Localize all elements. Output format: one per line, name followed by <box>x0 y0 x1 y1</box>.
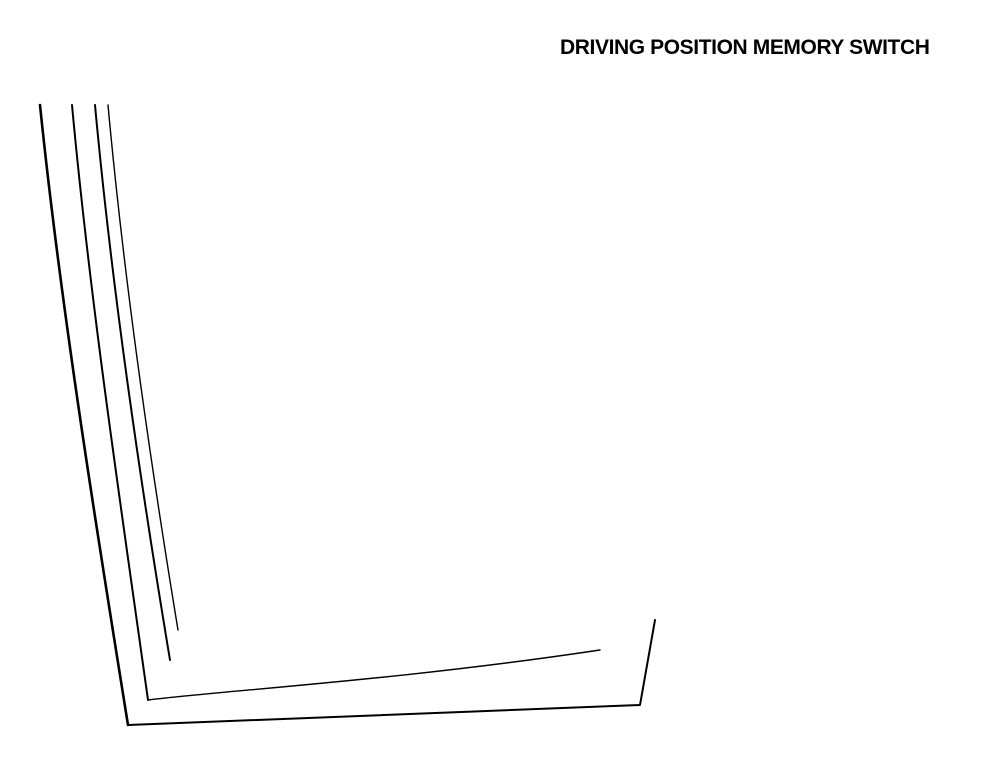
door-frame <box>38 103 656 727</box>
callout-label: DRIVING POSITION MEMORY SWITCH <box>560 36 930 59</box>
